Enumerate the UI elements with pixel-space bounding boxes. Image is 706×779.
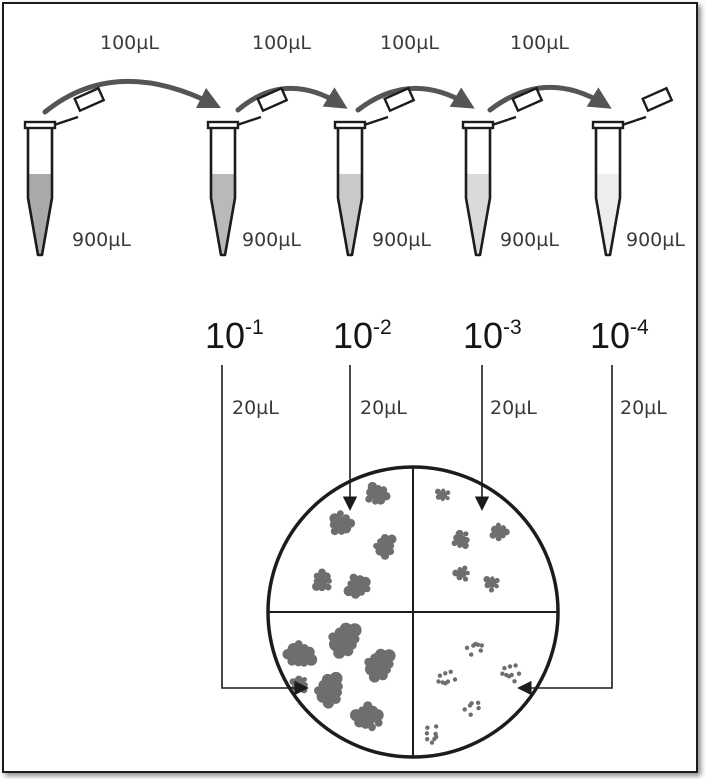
- tube-rim: [463, 122, 493, 128]
- spot-volume-label: 20µL: [620, 397, 667, 419]
- tube-lid: [643, 88, 672, 110]
- transfer-label: 100µL: [100, 32, 159, 54]
- tube-rim: [25, 122, 55, 128]
- transfer-arrow-1: [45, 81, 213, 112]
- dilution-label-3: 10-3: [463, 315, 522, 356]
- tube-hinge: [54, 117, 78, 125]
- transfer-arrow-4: [490, 87, 604, 110]
- spot-volume-label: 20µL: [232, 397, 279, 419]
- colony-small: [435, 489, 450, 502]
- tube-lid: [258, 88, 287, 110]
- spot-volume-label: 20µL: [490, 397, 537, 419]
- tube-volume-label: 900µL: [72, 229, 131, 251]
- tube-rim: [335, 122, 365, 128]
- tube-hinge: [364, 117, 388, 125]
- tube-hinge: [622, 117, 646, 125]
- dilution-label-2: 10-2: [333, 315, 392, 356]
- tube-volume-label: 900µL: [372, 229, 431, 251]
- tube-volume-label: 900µL: [626, 229, 685, 251]
- tube-volume-label: 900µL: [500, 229, 559, 251]
- dilution-labels: 10-1 10-2 10-3 10-4: [205, 315, 649, 356]
- transfer-label: 100µL: [252, 32, 311, 54]
- tube-rim: [593, 122, 623, 128]
- agar-plate: [266, 465, 560, 760]
- transfer-arrow-2: [238, 88, 340, 110]
- dilution-label-4: 10-4: [590, 315, 649, 356]
- dilution-label-1: 10-1: [205, 315, 264, 356]
- spot-volume-label: 20µL: [360, 397, 407, 419]
- transfer-label: 100µL: [380, 32, 439, 54]
- tube-hinge: [237, 117, 261, 125]
- tube-rim: [208, 122, 238, 128]
- tube-volume-label: 900µL: [242, 229, 301, 251]
- transfer-label: 100µL: [510, 32, 569, 54]
- tube-hinge: [492, 117, 516, 125]
